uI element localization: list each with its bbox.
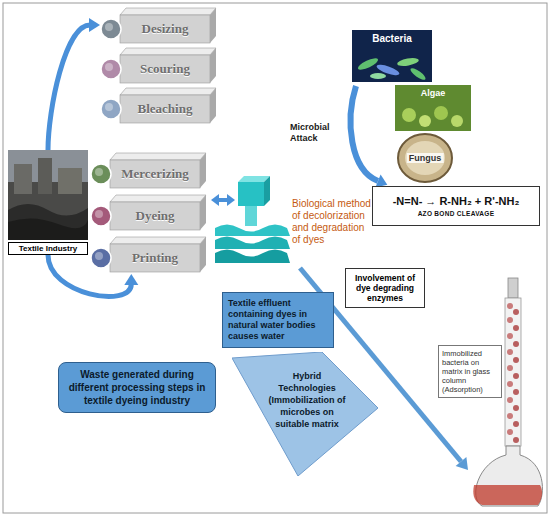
imm-node: Immobilized bacteria on matrix in glass … bbox=[438, 345, 502, 398]
waste-node: Waste generated during different process… bbox=[58, 362, 216, 413]
node-text: Involvement of dye degrading enzymes bbox=[350, 273, 420, 303]
beam-node: Desizing bbox=[100, 5, 218, 45]
node-text: Bleaching bbox=[120, 95, 210, 123]
method-label: Biological method of decolorization and … bbox=[292, 198, 372, 246]
beam-node: Mercerizing bbox=[90, 150, 208, 190]
arrow-head bbox=[124, 274, 138, 285]
algae-node: Algae bbox=[395, 85, 471, 131]
azo-node: -N=N- → R-NH₂ + R'-NH₂ AZO BOND CLEAVAGE bbox=[372, 186, 540, 226]
node-text: Scouring bbox=[120, 55, 210, 83]
microbial-arrow bbox=[351, 86, 388, 188]
node-text: -N=N- → R-NH₂ + R'-NH₂ bbox=[379, 195, 533, 207]
hybrid-node: Hybrid Technologies (Immobilization of m… bbox=[232, 352, 378, 476]
fungus-node: Fungus bbox=[397, 133, 453, 183]
bact-node: Bacteria bbox=[352, 30, 432, 82]
beam-node: Bleaching bbox=[100, 85, 218, 125]
double-arrow bbox=[211, 194, 235, 206]
beam-node: Dyeing bbox=[90, 192, 208, 232]
glass-column bbox=[505, 278, 521, 446]
node-text: Waste generated during different process… bbox=[66, 368, 208, 407]
photo-node: Textile Industry bbox=[8, 150, 88, 255]
photo-shape bbox=[8, 150, 88, 240]
node-text: Algae bbox=[395, 85, 471, 98]
beam-node: Scouring bbox=[100, 45, 218, 85]
node-text: AZO BOND CLEAVAGE bbox=[379, 210, 533, 217]
node-text: Textile effluent containing dyes in natu… bbox=[228, 298, 328, 342]
arrow-head bbox=[89, 18, 100, 32]
effluent-node: Textile effluent containing dyes in natu… bbox=[222, 292, 334, 348]
arrow-label: Microbial Attack bbox=[290, 122, 342, 144]
frame bbox=[3, 3, 547, 513]
node-text: Printing bbox=[110, 244, 200, 272]
flow-connector bbox=[48, 18, 100, 150]
node-text: Dyeing bbox=[110, 202, 200, 230]
enz-node: Involvement of dye degrading enzymes bbox=[345, 268, 425, 308]
node-text: Fungus bbox=[407, 153, 444, 163]
node-text: Mercerizing bbox=[110, 160, 200, 188]
flask bbox=[473, 446, 542, 506]
node-text: Textile Industry bbox=[8, 242, 88, 255]
beam-node: Printing bbox=[90, 234, 208, 274]
effluent-water bbox=[215, 176, 290, 263]
connector-line bbox=[48, 25, 90, 150]
node-text: Bacteria bbox=[352, 30, 432, 44]
node-text: Hybrid Technologies (Immobilization of m… bbox=[264, 370, 350, 430]
node-text: Desizing bbox=[120, 15, 210, 43]
node-text: Immobilized bacteria on matrix in glass … bbox=[442, 349, 498, 394]
